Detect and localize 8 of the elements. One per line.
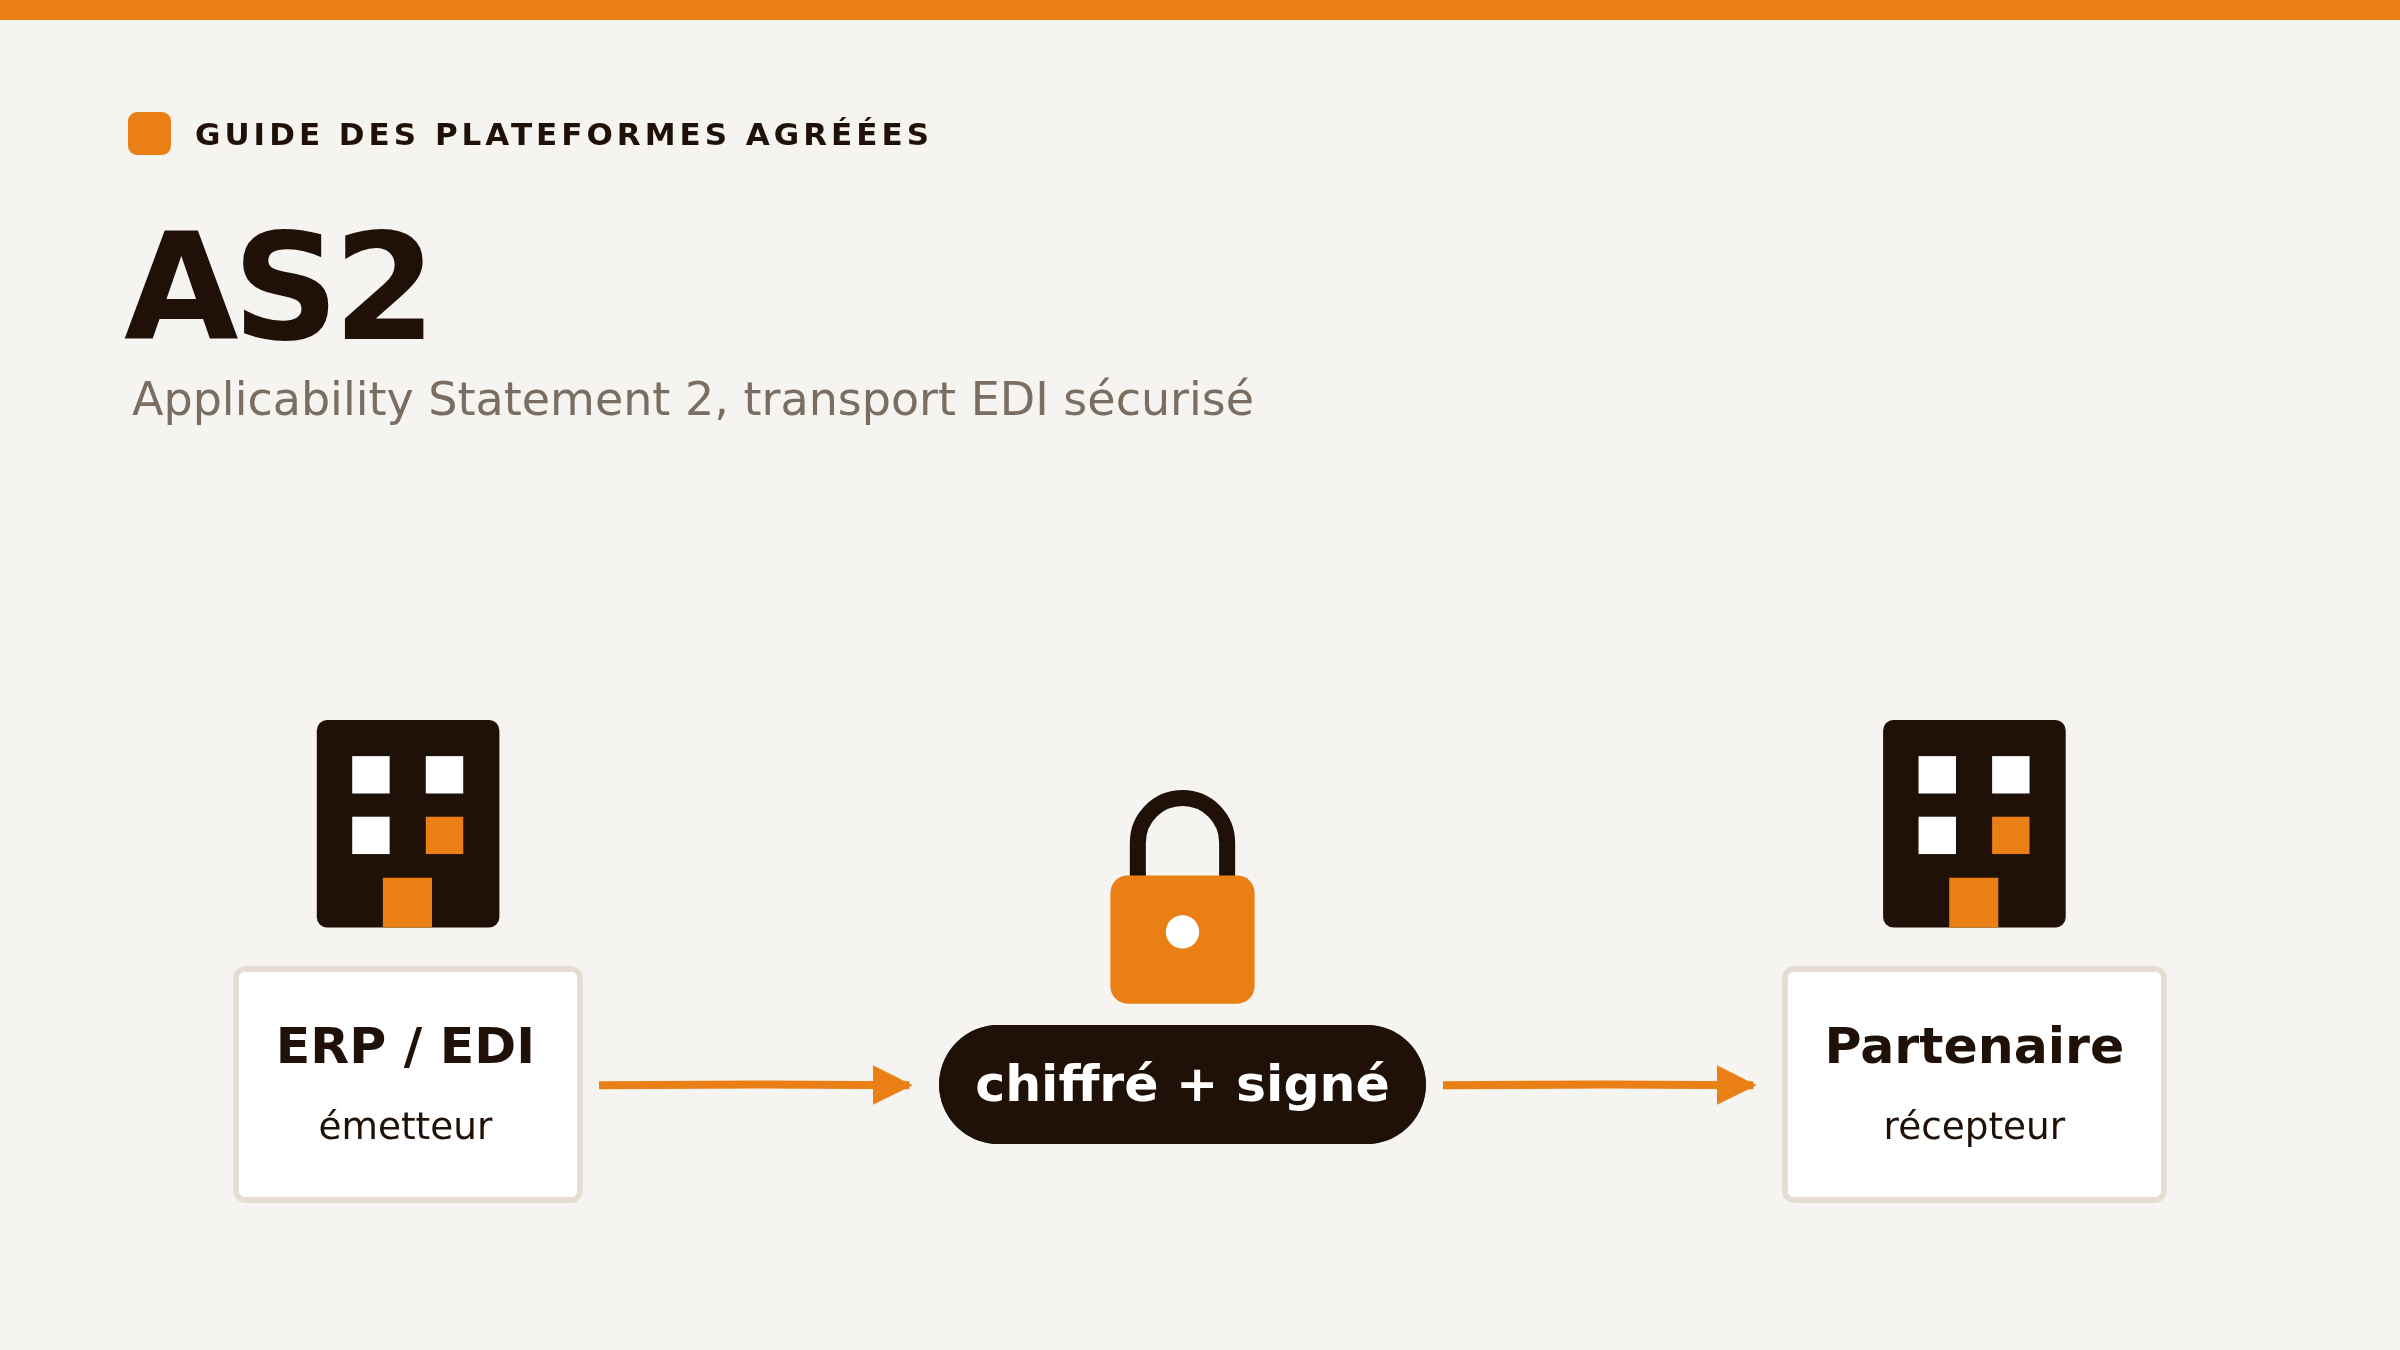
arrow: [599, 1065, 913, 1105]
pill-tag: chiffré + signé: [939, 1024, 1426, 1145]
rounded-card: ERP / EDI émetteur: [233, 966, 583, 1203]
subtitle: Applicability Statement 2, transport EDI sécurisé: [132, 372, 1255, 426]
arrow: [1442, 1065, 1757, 1105]
rounded-card: Partenaire récepteur: [1782, 966, 2167, 1203]
title: AS2: [124, 214, 431, 362]
section-label: GUIDE DES PLATEFORMES AGRÉÉES: [195, 115, 933, 152]
